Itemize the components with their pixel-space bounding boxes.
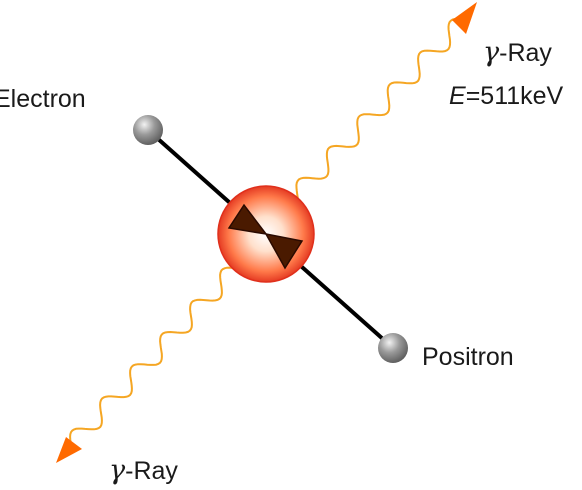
positron-label: Positron: [422, 343, 514, 371]
positron-particle: [378, 333, 408, 363]
gamma-ray-top-label: γ-Ray: [483, 39, 552, 66]
electron-particle: [133, 115, 163, 145]
inner-arrow-electron-icon: [227, 203, 268, 236]
energy-label: E=511keV: [449, 84, 563, 109]
gamma-ray-bottom-text: -Ray: [125, 457, 178, 485]
gamma-wave-bottom: [69, 266, 237, 443]
gamma-symbol-top: γ: [483, 37, 500, 68]
arrowhead-top-icon: [452, 2, 477, 34]
energy-value: =511keV: [465, 82, 564, 110]
electron-label: Electron: [0, 85, 86, 113]
arrowhead-bottom-icon: [56, 437, 82, 463]
gamma-ray-top-text: -Ray: [499, 39, 552, 67]
energy-variable: E: [449, 82, 466, 110]
gamma-symbol-bottom: γ: [109, 455, 126, 486]
gamma-ray-bottom-label: γ-Ray: [109, 457, 178, 484]
inner-arrow-positron-icon: [264, 232, 304, 270]
gamma-wave-top: [281, 18, 456, 212]
